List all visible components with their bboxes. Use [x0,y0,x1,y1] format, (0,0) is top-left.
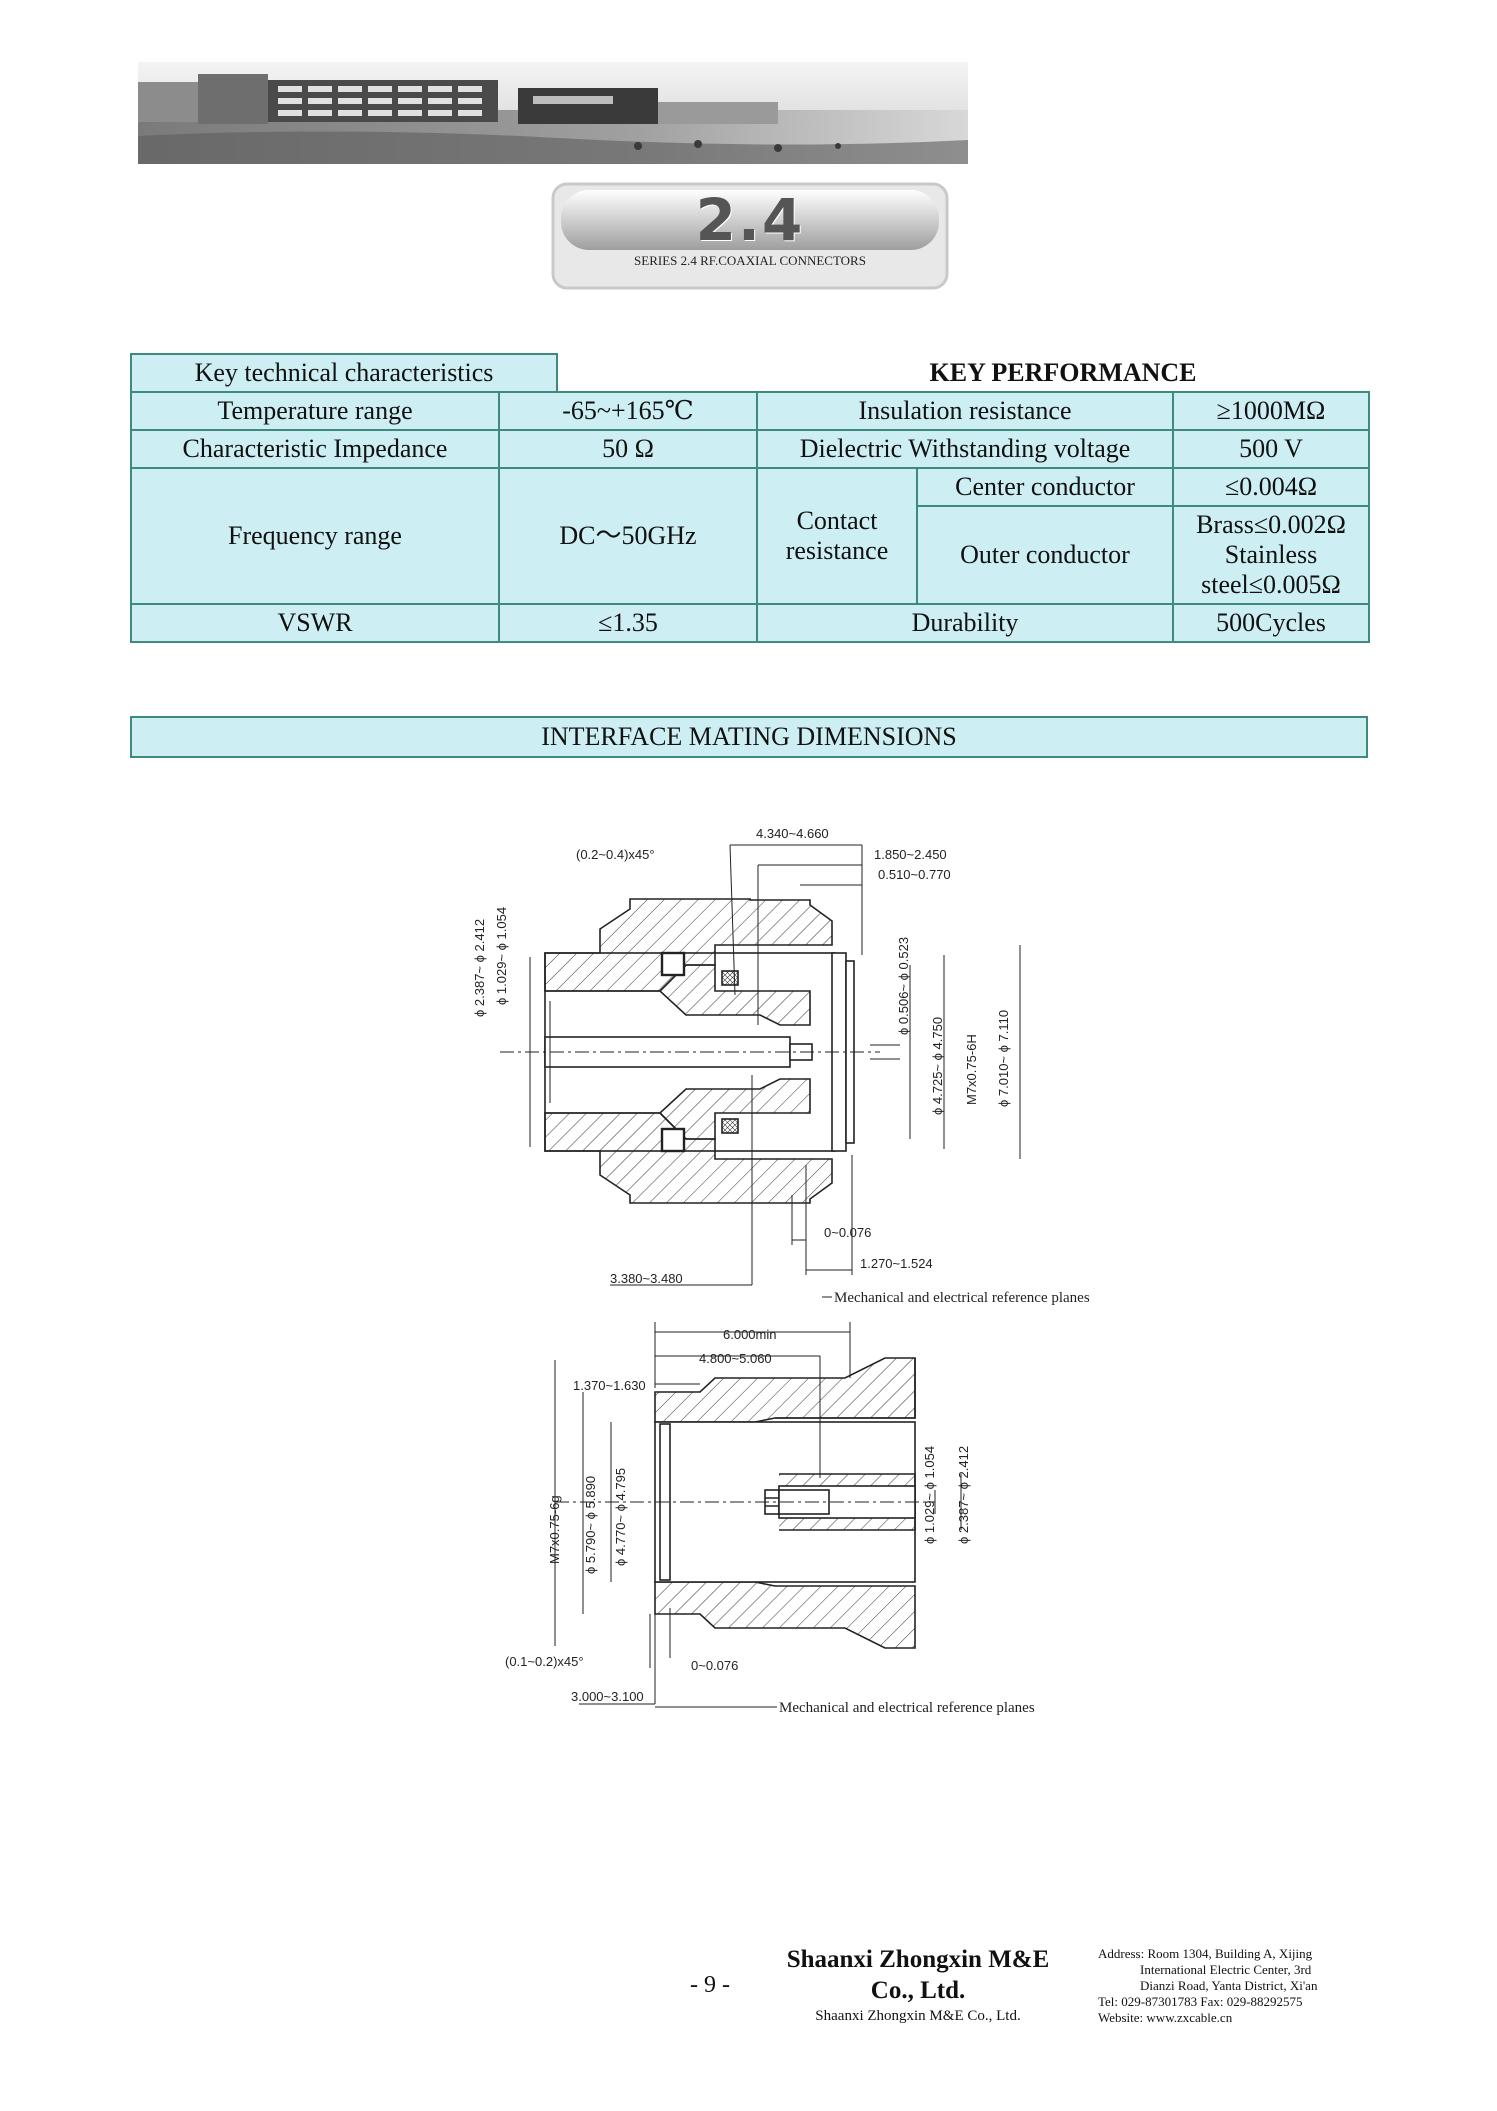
female-interface-drawing: (0.2~0.4)x45° 4.340~4.660 1.850~2.450 0.… [472,826,1090,1306]
insulation-value: ≥1000MΩ [1171,391,1371,431]
spec-blank [557,354,757,392]
series-badge [551,182,949,290]
female-gasket-upper [660,951,686,977]
spec-row-impedance: Characteristic Impedance 50 Ω Dielectric… [130,429,1371,469]
outer-conductor-value: Brass≤0.002Ω Stainless steel≤0.005Ω [1171,505,1371,605]
female-dielectric-lower [721,1118,739,1134]
contact-resistance-label: Contact resistance [756,467,918,605]
female-dim-2387: ϕ 2.387~ ϕ 2.412 [472,919,487,1017]
series-number: 2.4 [695,186,805,254]
male-dim-5790: ϕ 5.790~ ϕ 5.890 [583,1476,598,1574]
male-dim-1029: ϕ 1.029~ ϕ 1.054 [922,1446,937,1544]
male-thread-label: M7x0.75-6g [547,1495,562,1564]
spec-right-heading: KEY PERFORMANCE [757,354,1370,392]
contact-block: Address: Room 1304, Building A, Xijing I… [1098,1946,1338,2026]
address-line-3: Dianzi Road, Yanta District, Xi'an [1140,1978,1318,1993]
spec-row-frequency: Frequency range DC～50GHz Contact resista… [130,467,1371,605]
header-banner-image [138,62,968,164]
female-thread-label: M7x0.75-6H [964,1034,979,1105]
male-body-upper [654,1357,916,1423]
male-dim-0076: 0~0.076 [691,1658,738,1673]
female-dim-7010: ϕ 7.010~ ϕ 7.110 [996,1010,1011,1107]
female-dim-4725: ϕ 4.725~ ϕ 4.750 [930,1017,945,1115]
center-conductor-label: Center conductor [916,467,1174,507]
female-dim-1029: ϕ 1.029~ ϕ 1.054 [494,907,509,1005]
male-dim-4770: ϕ 4.770~ ϕ 4.795 [613,1468,628,1566]
female-dim-1850: 1.850~2.450 [874,847,947,862]
female-dim-0510: 0.510~0.770 [878,867,951,882]
spec-row-vswr: VSWR ≤1.35 Durability 500Cycles [130,603,1371,643]
male-dim-6000: 6.000min [723,1327,776,1342]
spec-left-heading: Key technical characteristics [130,353,558,393]
temperature-value: -65~+165℃ [498,391,758,431]
impedance-value: 50 Ω [498,429,758,469]
female-body-upper [545,964,811,1026]
male-dim-1370: 1.370~1.630 [573,1378,646,1393]
spec-row-temperature: Temperature range -65~+165℃ Insulation r… [130,391,1371,431]
male-body-upper-rear [775,1358,916,1419]
female-chamfer-label: (0.2~0.4)x45° [576,847,655,862]
tel-fax: Tel: 029-87301783 Fax: 029-88292575 [1098,1994,1303,2009]
address-line-1: Address: Room 1304, Building A, Xijing [1098,1946,1313,1961]
female-center-conductor [544,1036,791,1068]
temperature-label: Temperature range [130,391,500,431]
insulation-label: Insulation resistance [756,391,1174,431]
outer-value-brass: Brass≤0.002Ω [1196,510,1346,539]
address-line-2: International Electric Center, 3rd [1140,1962,1312,1977]
frequency-value: DC～50GHz [498,467,758,605]
female-dim-3380: 3.380~3.480 [610,1271,683,1286]
female-ref-planes: Mechanical and electrical reference plan… [834,1290,1090,1306]
center-conductor-value: ≤0.004Ω [1171,467,1371,507]
vswr-value: ≤1.35 [498,603,758,643]
company-name-small: Shaanxi Zhongxin M&E Co., Ltd. [815,2008,1021,2024]
dielectric-value: 500 V [1171,429,1371,469]
spec-table: Key technical characteristics KEY PERFOR… [130,353,1371,643]
interface-dimensions-heading: INTERFACE MATING DIMENSIONS [130,716,1368,758]
male-body-lower [654,1581,916,1649]
website: Website: www.zxcable.cn [1098,2010,1233,2025]
durability-value: 500Cycles [1171,603,1371,643]
male-dim-4800: 4.800~5.060 [699,1351,772,1366]
male-interface-drawing: 6.000min 4.800~5.060 1.370~1.630 ϕ 1.029… [505,1322,1035,1716]
frequency-label: Frequency range [130,467,500,605]
female-gasket-lower [660,1127,686,1153]
spec-row-outer-conductor: Outer conductor Brass≤0.002Ω Stainless s… [131,505,1371,605]
female-dim-0076: 0~0.076 [824,1225,871,1240]
series-caption: SERIES 2.4 RF.COAXIAL CONNECTORS [634,253,866,268]
female-dim-1270: 1.270~1.524 [860,1256,933,1271]
vswr-label: VSWR [130,603,500,643]
female-body-lower [545,1078,811,1140]
impedance-label: Characteristic Impedance [130,429,500,469]
female-dim-4340: 4.340~4.660 [756,826,829,841]
female-dielectric-upper [721,970,739,986]
company-name-line-1: Shaanxi Zhongxin M&E [786,1946,1050,1973]
male-ref-planes: Mechanical and electrical reference plan… [779,1700,1035,1716]
male-dim-3000: 3.000~3.100 [571,1689,644,1704]
outer-value-steel: Stainless steel≤0.005Ω [1201,540,1341,599]
outer-conductor-label: Outer conductor [916,505,1174,605]
male-dim-2387: ϕ 2.387~ ϕ 2.412 [956,1446,971,1544]
spec-header-row: Key technical characteristics KEY PERFOR… [130,353,1370,393]
page-number: - 9 - [690,1972,730,1998]
durability-label: Durability [756,603,1174,643]
company-name: Shaanxi Zhongxin M&E Co., Ltd. [768,1944,1068,2006]
female-dim-0506: ϕ 0.506~ ϕ 0.523 [896,937,911,1035]
company-name-line-2: Co., Ltd. [870,1977,966,2004]
male-chamfer-label: (0.1~0.2)x45° [505,1654,584,1669]
dielectric-label: Dielectric Withstanding voltage [756,429,1174,469]
